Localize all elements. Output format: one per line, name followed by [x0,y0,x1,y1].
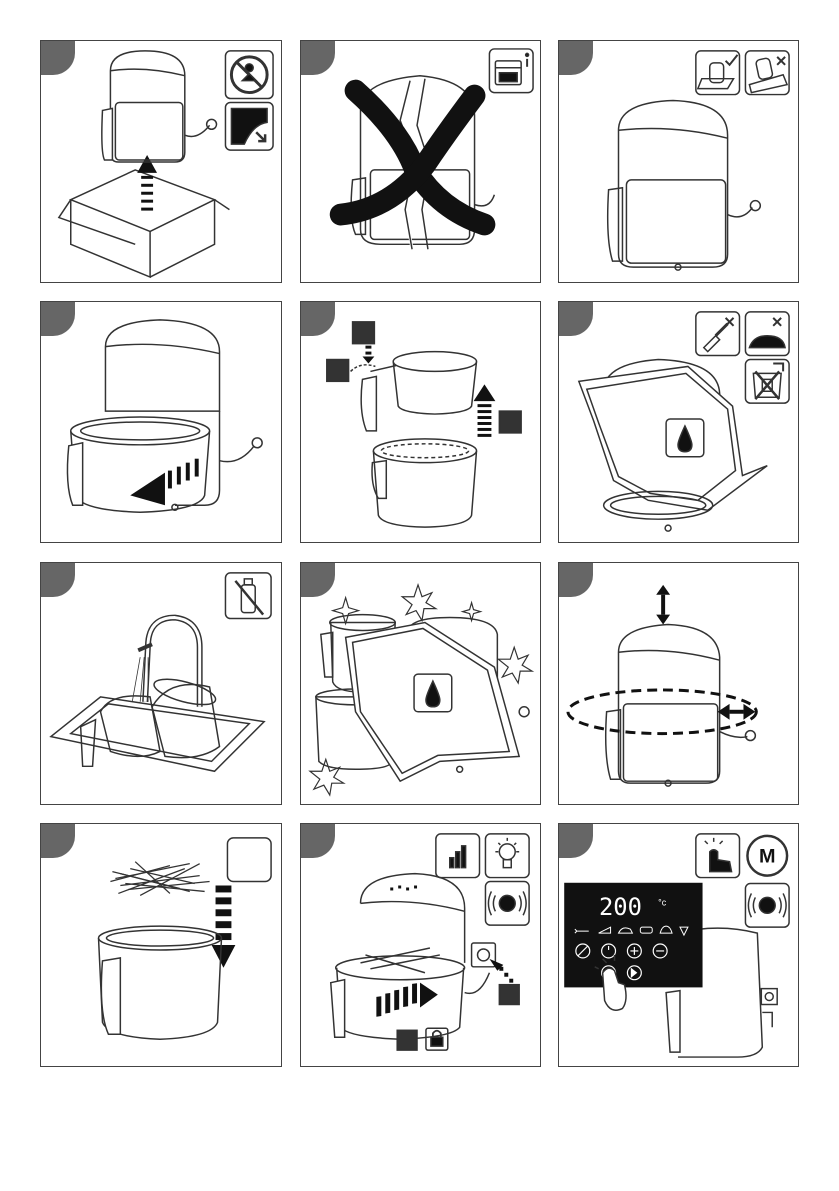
step-panel-5 [300,301,541,543]
dry-parts-illustration [301,563,540,804]
light-icon [485,834,529,878]
wash-in-sink-illustration [41,563,281,804]
touch-icon [696,834,740,878]
sound-icon [485,882,529,926]
mode-icon: M [747,836,787,876]
no-children-icon [225,51,273,99]
temperature-unit: °c [658,897,667,907]
step-panel-1 [40,40,282,283]
place-on-flat-surface-illustration [559,41,798,282]
step-panel-4 [40,301,282,543]
step-panel-3 [558,40,799,283]
step-panel-12: 200 °c [558,823,799,1067]
unpack-icon [225,102,273,150]
do-not-disassemble-illustration [301,41,540,282]
uneven-surface-no-icon [745,51,789,95]
blank-icon [227,838,271,882]
step-panel-9 [558,562,799,805]
step-panel-2 [300,40,541,283]
separate-basket-illustration [301,302,540,542]
no-abrasive-icon [745,312,789,356]
no-detergent-icon [225,573,271,619]
step-panel-8 [300,562,541,805]
power-level-icon [436,834,480,878]
fill-basket-illustration [41,824,281,1066]
ventilation-clearance-illustration [559,563,798,804]
flat-surface-ok-icon [696,51,740,95]
wipe-with-cloth-illustration [559,302,798,542]
temperature-readout: 200 [599,893,642,921]
no-water-immersion-icon [745,360,789,404]
mode-label: M [759,846,776,868]
step-panel-11 [300,823,541,1067]
step-panel-7 [40,562,282,805]
control-panel-illustration: 200 °c [559,824,798,1066]
plug-icon [472,943,496,967]
remove-basket-illustration [41,302,281,542]
unpack-illustration [41,41,281,282]
step-panel-6 [558,301,799,543]
insert-basket-and-plug-illustration [301,824,540,1066]
instructions-icon [489,49,533,93]
step-panel-10 [40,823,282,1067]
lock-icon [426,1028,448,1050]
no-knife-icon [696,312,740,356]
sound-icon-2 [745,884,789,928]
plug-icon-2 [761,989,777,1005]
